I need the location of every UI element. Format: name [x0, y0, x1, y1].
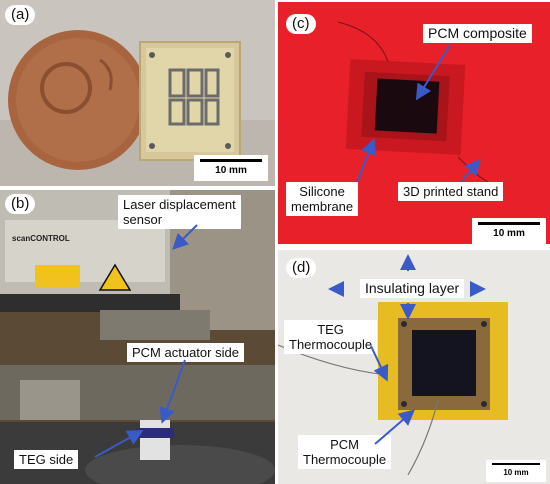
- warning-label: [35, 265, 80, 287]
- panel-a-photo: (a) 10 mm: [0, 0, 275, 186]
- laser-warning-icon: [98, 263, 132, 291]
- pcm-composite-label: PCM composite: [423, 24, 532, 43]
- teg-side-label: TEG side: [14, 450, 79, 469]
- panel-d-photo: (d) Insulating layer TEG Thermocouple PC…: [278, 250, 550, 484]
- panel-a-scale-label: 10 mm: [215, 165, 247, 176]
- pcm-well: [412, 330, 476, 396]
- pcm-actuator-side-label: PCM actuator side: [127, 343, 244, 362]
- panel-a-tag: (a): [5, 5, 36, 25]
- panel-a-scale-bar: 10 mm: [194, 155, 268, 181]
- insulating-layer-label: Insulating layer: [360, 279, 465, 298]
- pcm-composite: [374, 78, 440, 134]
- panel-c-scale-label: 10 mm: [493, 228, 525, 239]
- coin-and-chip-image: [0, 0, 275, 186]
- stand-label: 3D printed stand: [398, 182, 504, 201]
- teg-thermocouple-label: TEG Thermocouple: [284, 320, 378, 354]
- panel-d-scale-label: 10 mm: [503, 468, 529, 477]
- panel-b-tag: (b): [5, 194, 36, 214]
- sensor-label: Laser displacement sensor: [118, 195, 241, 229]
- panel-c-scale-bar: 10 mm: [472, 218, 546, 244]
- brand-mark: scanCONTROL: [12, 234, 70, 243]
- panel-d-tag: (d): [286, 258, 317, 278]
- panel-c-photo: (c) PCM composite Silicone membrane 3D p…: [278, 2, 550, 244]
- panel-b-photo: scanCONTROL (b) Laser displacement senso…: [0, 190, 275, 484]
- panel-d-scale-bar: 10 mm: [486, 460, 546, 482]
- pcm-thermocouple-label: PCM Thermocouple: [298, 435, 392, 469]
- silicone-membrane-label: Silicone membrane: [286, 182, 359, 216]
- panel-c-tag: (c): [286, 14, 316, 34]
